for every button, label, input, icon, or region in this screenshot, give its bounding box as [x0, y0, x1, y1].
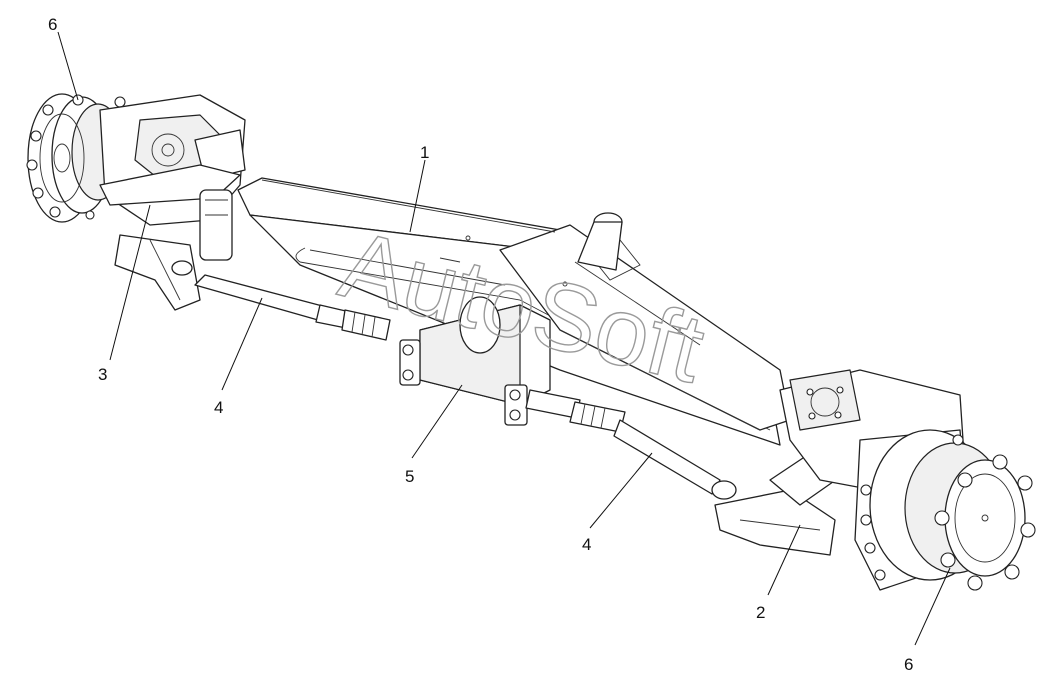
callout-label: 1: [420, 143, 429, 162]
callout-5: 5: [405, 384, 463, 486]
callout-label: 6: [48, 15, 57, 34]
callout-label: 6: [904, 655, 913, 674]
callout-6-bottom: 6: [904, 567, 951, 674]
right-tie-rod: [525, 389, 737, 500]
callout-label: 2: [756, 603, 765, 622]
callout-3: 3: [98, 204, 151, 384]
left-tie-rod: [194, 274, 391, 341]
callout-6-top: 6: [48, 15, 79, 101]
left-steering-knuckle: [99, 94, 246, 311]
steering-cylinder: [399, 296, 551, 426]
callout-1: 1: [409, 143, 429, 233]
callout-4-left: 4: [214, 297, 263, 417]
callout-2: 2: [756, 524, 801, 622]
callout-4-right: 4: [582, 452, 653, 554]
callout-label: 5: [405, 467, 414, 486]
callout-label: 4: [582, 535, 591, 554]
right-wheel-hub: [854, 429, 1036, 591]
callout-label: 3: [98, 365, 107, 384]
callout-label: 4: [214, 398, 223, 417]
